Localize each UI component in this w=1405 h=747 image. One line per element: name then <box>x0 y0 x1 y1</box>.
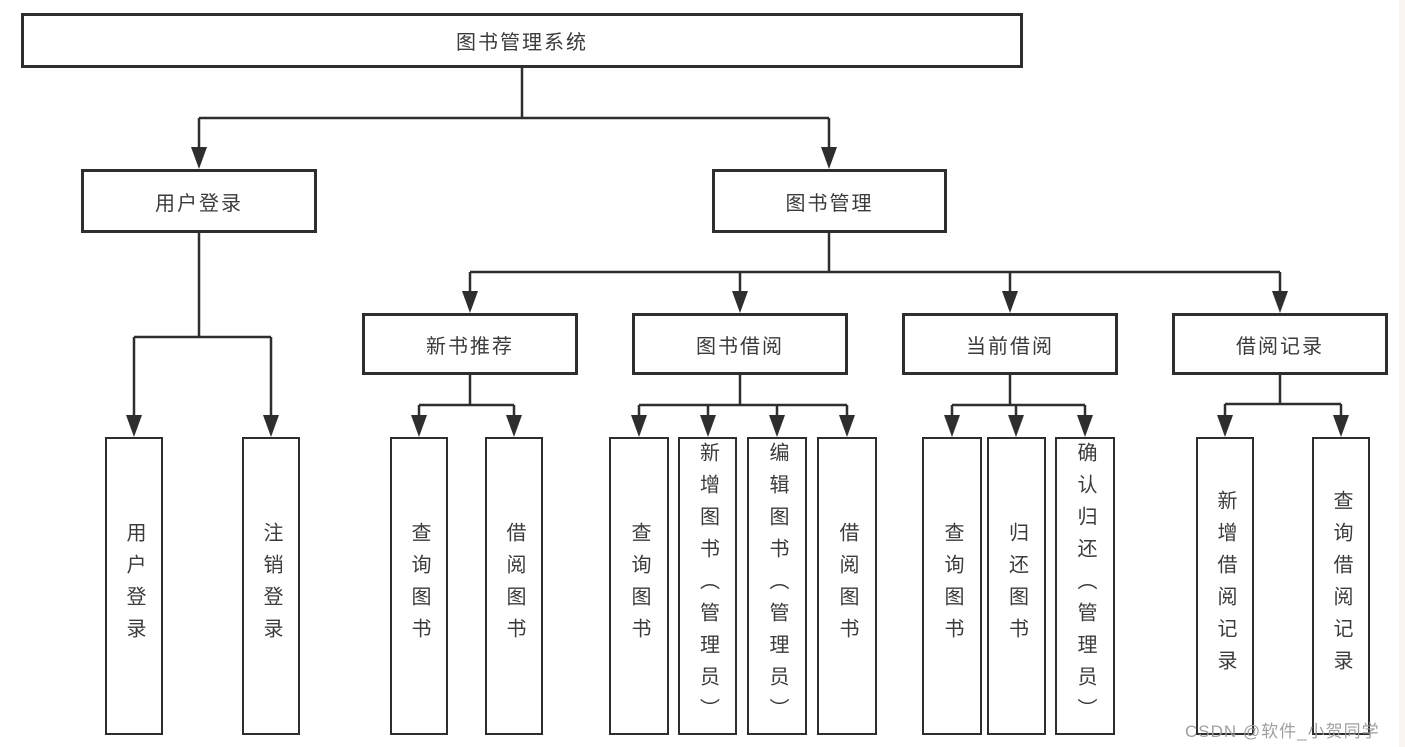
leaf-borrow-books-1: 借阅图书 <box>485 437 543 735</box>
leaf-query-books-3: 查询图书 <box>922 437 982 735</box>
leaf-borrow-books-2: 借阅图书 <box>817 437 877 735</box>
leaf-query-books-1: 查询图书 <box>390 437 448 735</box>
node-book-management: 图书管理 <box>712 169 947 233</box>
node-user-login: 用户登录 <box>81 169 317 233</box>
leaf-query-books-2: 查询图书 <box>609 437 669 735</box>
node-borrow-records: 借阅记录 <box>1172 313 1388 375</box>
node-current-borrow: 当前借阅 <box>902 313 1118 375</box>
right-edge-tint <box>1399 0 1405 747</box>
leaf-edit-book-admin: 编辑图书（管理员） <box>747 437 807 735</box>
leaf-return-book: 归还图书 <box>987 437 1046 735</box>
node-root: 图书管理系统 <box>21 13 1023 68</box>
leaf-add-book-admin: 新增图书（管理员） <box>678 437 737 735</box>
node-book-borrow: 图书借阅 <box>632 313 848 375</box>
leaf-logout: 注销登录 <box>242 437 300 735</box>
node-new-book-recommend: 新书推荐 <box>362 313 578 375</box>
leaf-add-borrow-record: 新增借阅记录 <box>1196 437 1254 735</box>
arrowheads <box>126 147 1349 437</box>
leaf-user-login: 用户登录 <box>105 437 163 735</box>
leaf-confirm-return-admin: 确认归还（管理员） <box>1055 437 1115 735</box>
tree-edges <box>132 68 1343 416</box>
csdn-watermark: CSDN @软件_小贺同学 <box>1185 722 1380 741</box>
leaf-query-borrow-record: 查询借阅记录 <box>1312 437 1370 735</box>
